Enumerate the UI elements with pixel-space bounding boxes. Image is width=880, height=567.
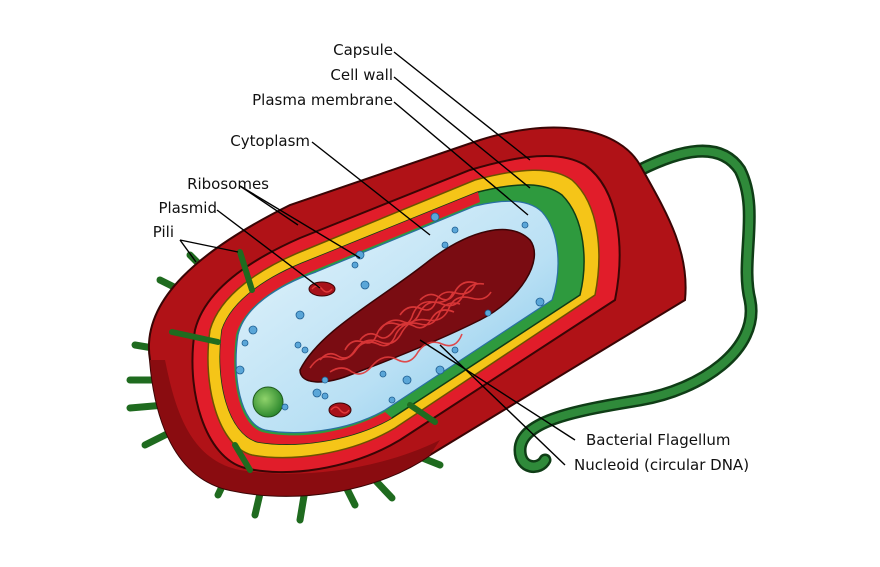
- label-plasmid: Plasmid: [158, 199, 217, 217]
- label-cytoplasm: Cytoplasm: [230, 132, 310, 150]
- label-bacterial-flagellum: Bacterial Flagellum: [586, 431, 731, 449]
- leader-lines: [179, 51, 576, 466]
- storage-granule: [252, 386, 284, 418]
- nucleoid: [299, 228, 536, 383]
- label-ribosomes: Ribosomes: [187, 175, 269, 193]
- label-nucleoid: Nucleoid (circular DNA): [574, 456, 750, 474]
- label-cell-wall: Cell wall: [330, 66, 393, 84]
- label-capsule: Capsule: [333, 41, 393, 59]
- plasmids: [308, 281, 352, 418]
- label-pili: Pili: [152, 223, 174, 241]
- label-plasma-membrane: Plasma membrane: [252, 91, 393, 109]
